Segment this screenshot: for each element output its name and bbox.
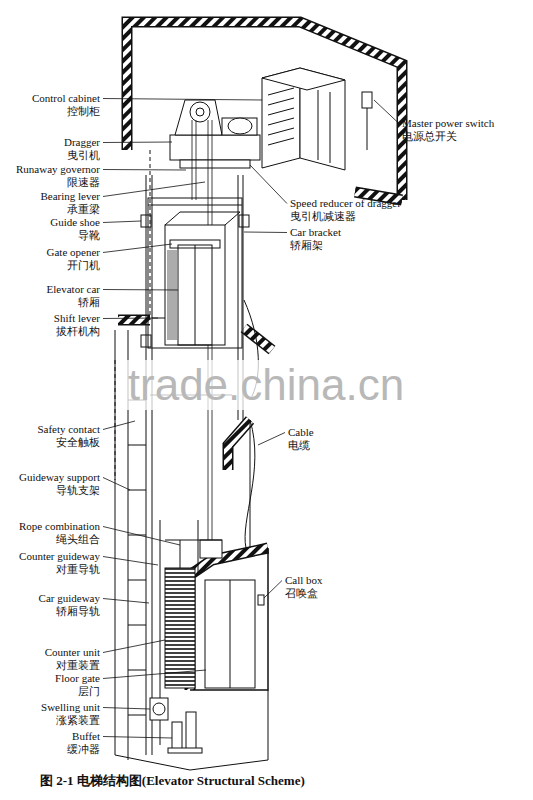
- leader-line: [250, 165, 287, 204]
- rail-bracket: [128, 445, 146, 446]
- part-label: 层门: [78, 685, 100, 698]
- part-label: Counter guideway: [19, 550, 100, 563]
- leader-line: [264, 581, 282, 599]
- part-label: Safety contact: [37, 423, 100, 436]
- part-label: Dragger: [64, 136, 100, 149]
- part-label: Speed reducer of dragger: [290, 197, 401, 210]
- part-label: Car guideway: [39, 592, 100, 605]
- part-label: Buffet: [72, 730, 100, 743]
- leader-line: [103, 421, 135, 430]
- leader-line: [103, 318, 158, 320]
- car-wall-line: [170, 250, 171, 340]
- vent-stroke: [268, 128, 294, 135]
- part-label: Gate opener: [47, 246, 100, 259]
- rail-bracket: [128, 670, 146, 671]
- leader-line: [258, 433, 285, 446]
- part-label: Master power switch: [402, 117, 494, 130]
- vent-stroke: [268, 88, 294, 95]
- leader-line: [103, 737, 172, 739]
- part-label: Counter unit: [45, 646, 100, 659]
- part-label: 曳引机减速器: [290, 210, 356, 223]
- part-label: 电源总开关: [402, 130, 457, 143]
- leader-line: [103, 708, 150, 710]
- leader-line: [244, 232, 287, 234]
- part-label: 导靴: [78, 229, 100, 242]
- part-label: 对重装置: [56, 659, 100, 672]
- part-label: 导轨支架: [56, 484, 100, 497]
- part-label: Car bracket: [290, 226, 341, 239]
- figure-caption: 图 2-1 电梯结构图(Elevator Structural Scheme): [40, 772, 305, 790]
- part-label: 曳引机: [67, 149, 100, 162]
- leader-line: [103, 670, 206, 679]
- part-label: 拔杆机构: [56, 325, 100, 338]
- part-label: 涨紧装置: [56, 714, 100, 727]
- leader-line: [103, 557, 158, 566]
- rail-bracket: [128, 580, 146, 581]
- leader-line: [103, 221, 141, 223]
- leader-line: [374, 100, 399, 124]
- rail-bracket: [128, 490, 146, 491]
- car-wall-line: [174, 250, 175, 340]
- leader-line: [103, 478, 130, 491]
- leader-line: [103, 182, 205, 197]
- rail-bracket: [128, 625, 146, 626]
- watermark: trade.china.cn: [122, 360, 410, 410]
- part-label: Cable: [288, 426, 314, 439]
- part-label: 绳头组合: [56, 533, 100, 546]
- part-label: 轿厢导轨: [56, 605, 100, 618]
- leader-line: [103, 99, 262, 101]
- part-label: Shift lever: [54, 312, 100, 325]
- part-label: 轿厢: [78, 296, 100, 309]
- leader-line: [103, 599, 149, 604]
- vent-stroke: [268, 138, 294, 145]
- part-label: Floor gate: [55, 672, 100, 685]
- part-label: Runaway governor: [16, 163, 100, 176]
- part-label: 轿厢架: [290, 239, 323, 252]
- leader-line: [103, 640, 165, 653]
- vent-stroke: [268, 108, 294, 115]
- vent-stroke: [268, 118, 294, 125]
- leader-line: [103, 289, 178, 291]
- part-label: 缓冲器: [67, 743, 100, 756]
- part-label: Call box: [285, 574, 323, 587]
- car-wall-line: [168, 250, 169, 340]
- part-label: 限速器: [67, 176, 100, 189]
- leader-line: [103, 244, 172, 253]
- part-label: 安全触板: [56, 436, 100, 449]
- part-label: 控制柜: [67, 105, 100, 118]
- leader-line: [103, 527, 180, 546]
- part-label: Guide shoe: [50, 216, 100, 229]
- part-label: 电缆: [288, 439, 310, 452]
- part-label: Bearing lever: [40, 190, 100, 203]
- rail-bracket: [128, 715, 146, 716]
- part-label: Guideway support: [19, 471, 100, 484]
- leader-line: [103, 142, 172, 144]
- vent-stroke: [268, 98, 294, 105]
- part-label: 召唤盒: [285, 587, 318, 600]
- part-label: 对重导轨: [56, 563, 100, 576]
- part-label: Elevator car: [47, 283, 100, 296]
- part-label: Swelling unit: [41, 701, 100, 714]
- leader-line: [103, 169, 186, 171]
- part-label: 开门机: [67, 259, 100, 272]
- part-label: Rope combination: [19, 520, 100, 533]
- car-wall-line: [172, 250, 173, 340]
- car-wall-line: [176, 250, 177, 340]
- part-label: Control cabinet: [32, 92, 100, 105]
- part-label: 承重梁: [67, 203, 100, 216]
